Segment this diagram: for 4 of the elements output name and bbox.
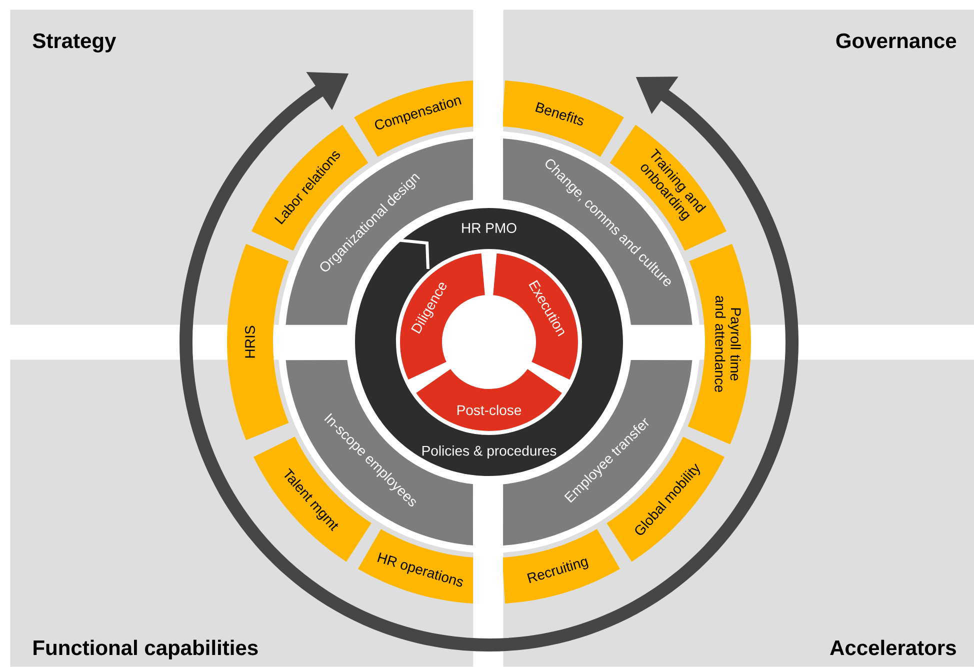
ring-segment: Payroll time and attendance (688, 244, 751, 444)
ring-segment: HRIS (227, 244, 289, 440)
ring-segment: Post-close (416, 368, 562, 431)
ring-segment: Benefits (503, 80, 624, 157)
